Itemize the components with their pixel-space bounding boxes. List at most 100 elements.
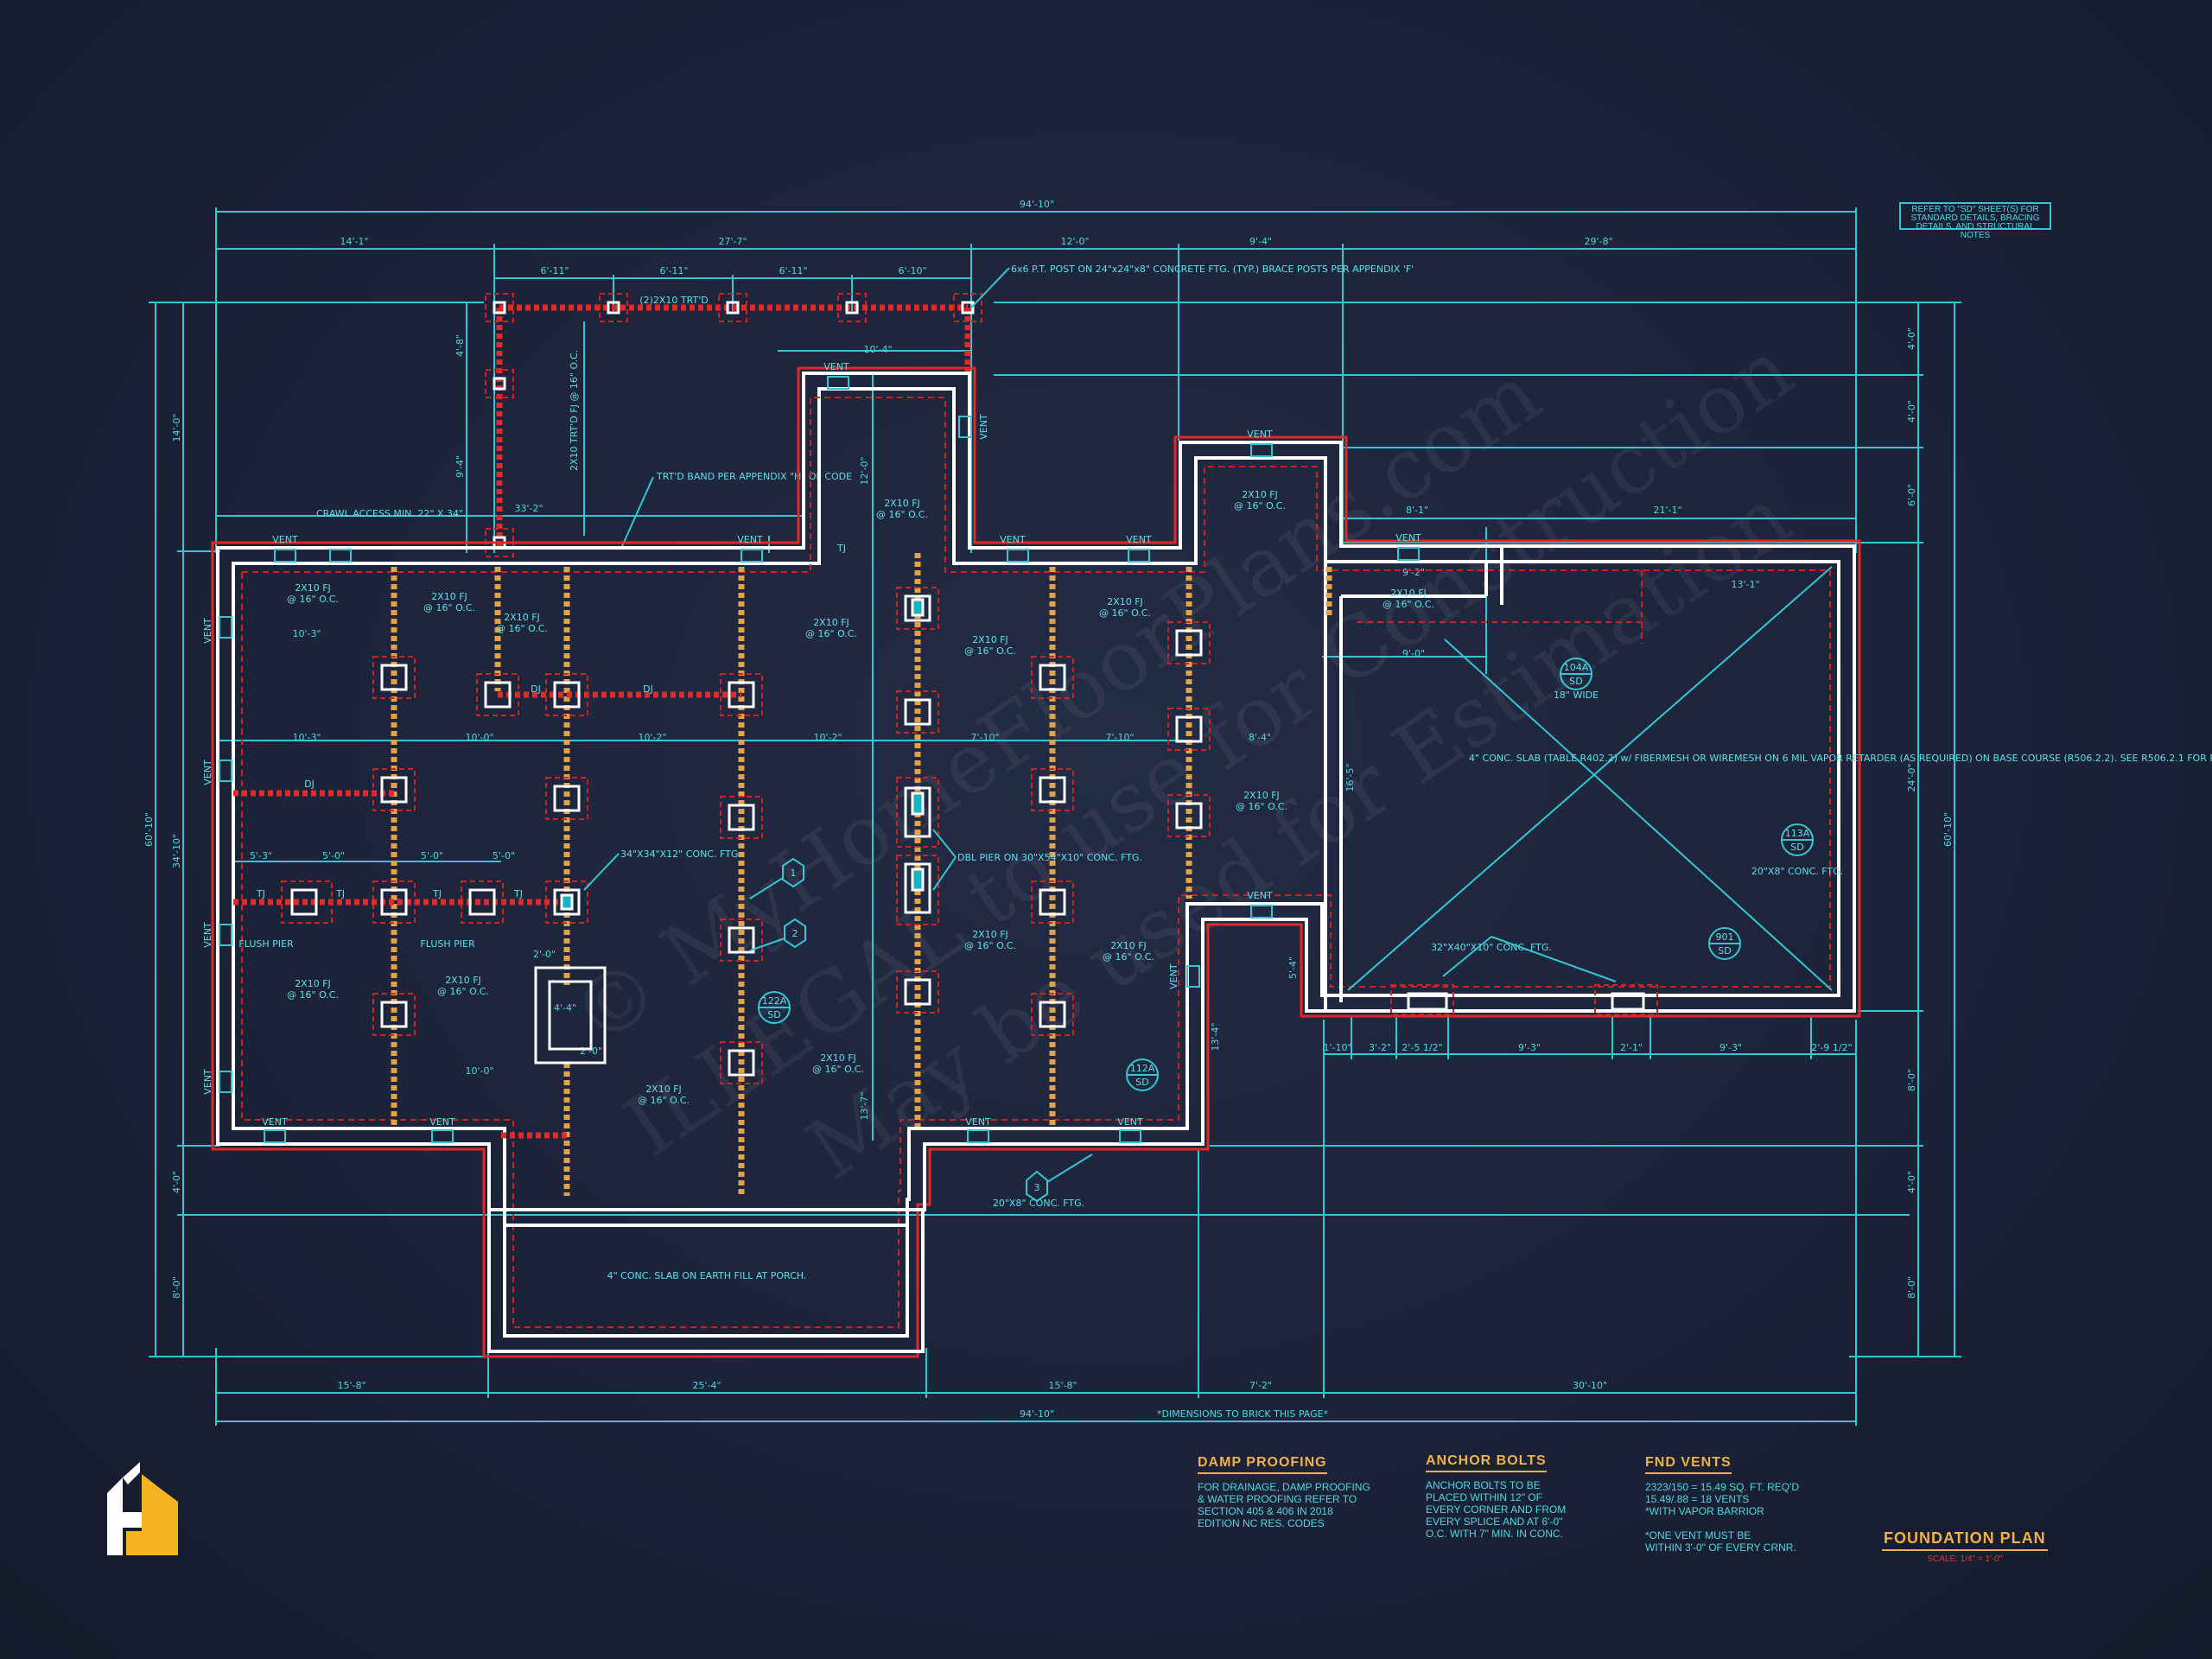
vent-label-12: VENT xyxy=(1247,890,1273,901)
vent-label-9: VENT xyxy=(429,1116,455,1128)
callout-2: 2 xyxy=(749,918,806,951)
svg-text:SD: SD xyxy=(1135,1077,1148,1088)
dbl-pier-label: DBL PIER ON 30"X54"X10" CONC. FTG. xyxy=(957,852,1142,863)
fj-label: 2X10 FJ xyxy=(445,975,481,986)
dim-right-seg-3: 6'-0" xyxy=(1906,484,1917,506)
fj-label: 2X10 FJ xyxy=(1110,940,1147,951)
dim-misc-13-4: 13'-4" xyxy=(1210,1022,1221,1051)
fj-spacing: @ 16" O.C. xyxy=(496,623,548,634)
fj-label: 2X10 FJ xyxy=(1107,596,1143,607)
dim-bottom-seg-1: 15'-8" xyxy=(337,1380,365,1391)
dim-misc-13-7: 13'-7" xyxy=(859,1091,870,1120)
dim-garage-seg-3: 2'-5 1/2" xyxy=(1402,1042,1442,1053)
dim-misc-5-3: 5'-3" xyxy=(250,850,272,861)
dim-misc-4-4: 4'-4" xyxy=(554,1002,576,1014)
pier xyxy=(281,587,1658,1084)
tj-label: TJ xyxy=(513,888,523,899)
dim-misc-8-1: 8'-1" xyxy=(1406,505,1428,516)
dim-garage-seg-6: 9'-3" xyxy=(1719,1042,1742,1053)
conc-ftg-34-label: 34"X34"X12" CONC. FTG. xyxy=(620,849,741,860)
dim-misc-13-1: 13'-1" xyxy=(1731,579,1759,590)
dim-misc-7-10a: 7'-10" xyxy=(970,732,999,743)
damp-proofing-heading: DAMP PROOFING xyxy=(1198,1455,1327,1474)
garage-slab-label: 4" CONC. SLAB (TABLE R402.2) w/ FIBERMES… xyxy=(1469,753,2212,764)
deck-beam-label: (2)2X10 TRT'D xyxy=(639,295,708,306)
fj-spacing: @ 16" O.C. xyxy=(876,509,928,520)
piers xyxy=(281,587,1658,1084)
dim-misc-33-2: 33'-2" xyxy=(514,503,543,514)
dim-misc-5-4: 5'-4" xyxy=(1287,957,1299,979)
dim-bottom-seg-3: 15'-8" xyxy=(1048,1380,1077,1391)
vent-label-13: VENT xyxy=(202,618,213,644)
vent-symbols xyxy=(219,376,1420,1143)
fj-label: 2X10 FJ xyxy=(645,1084,682,1095)
beams xyxy=(233,553,1332,1196)
dim-misc-5-0a: 5'-0" xyxy=(322,850,345,861)
dim-misc-9-0: 9'-0" xyxy=(1402,648,1425,659)
dimension-lines: 94'-10" 14'-1" 27'-7" 12'-0" 9'-4" 29'-8… xyxy=(143,199,1961,1426)
tj-label: TJ xyxy=(335,888,345,899)
fj-spacing: @ 16" O.C. xyxy=(1236,801,1287,812)
deck-post-label: 6x6 P.T. POST ON 24"x24"x8" CONCRETE FTG… xyxy=(1011,264,1414,275)
callout-1: 1 xyxy=(749,857,804,899)
porch-slab-label: 4" CONC. SLAB ON EARTH FILL AT PORCH. xyxy=(607,1270,807,1281)
svg-text:122A: 122A xyxy=(762,995,787,1007)
dim-top-seg-4: 9'-4" xyxy=(1249,236,1272,247)
dim-right-seg-1: 4'-0" xyxy=(1906,327,1917,350)
svg-text:3: 3 xyxy=(1034,1182,1040,1193)
vent-label-8: VENT xyxy=(262,1116,288,1128)
ftg-20-right-label: 20"X8" CONC. FTG. xyxy=(1751,866,1843,877)
dj-label: DJ xyxy=(304,779,315,790)
fj-spacing: @ 16" O.C. xyxy=(287,594,339,605)
vent-label-11: VENT xyxy=(1117,1116,1143,1128)
dim-misc-21-1: 21'-1" xyxy=(1653,505,1681,516)
band-label: TRT'D BAND PER APPENDIX "H" OF CODE xyxy=(656,471,852,482)
tj-label: TJ xyxy=(836,543,846,554)
svg-text:SD: SD xyxy=(767,1009,780,1020)
fj-label: 2X10 FJ xyxy=(1242,489,1278,500)
vent-label-10: VENT xyxy=(965,1116,991,1128)
dim-misc-12-0: 12'-0" xyxy=(859,456,870,485)
dim-right-seg-5: 8'-0" xyxy=(1906,1069,1917,1091)
fnd-vents-body: 2323/150 = 15.49 SQ. FT. REQ'D 15.49/.88… xyxy=(1645,1481,1800,1554)
vent-label-14: VENT xyxy=(202,760,213,785)
anchor-bolts-heading: ANCHOR BOLTS xyxy=(1426,1453,1547,1472)
dim-right-seg-6: 4'-0" xyxy=(1906,1171,1917,1193)
fj-spacing: @ 16" O.C. xyxy=(437,986,489,997)
dim-garage-seg-7: 2'-9 1/2" xyxy=(1811,1042,1852,1053)
dim-left-seg-1: 14'-0" xyxy=(171,413,182,442)
dim-misc-10-4: 10'-4" xyxy=(863,344,892,355)
dim-top-seg-3: 12'-0" xyxy=(1060,236,1089,247)
fnd-vents-heading: FND VENTS xyxy=(1645,1455,1732,1474)
tj-label: TJ xyxy=(256,888,265,899)
dim-misc-7-10b: 7'-10" xyxy=(1105,732,1134,743)
vent-label-15: VENT xyxy=(202,922,213,948)
misc-labels: CRAWL ACCESS MIN. 22" X 34" DJ DJ DJ TJ … xyxy=(238,508,1843,1281)
dim-misc-2-0a: 2'-0" xyxy=(533,949,556,960)
svg-text:SD: SD xyxy=(1718,945,1731,957)
dim-deck-seg-1: 6'-11" xyxy=(540,265,569,276)
damp-proofing-note: DAMP PROOFING FOR DRAINAGE, DAMP PROOFIN… xyxy=(1198,1455,1370,1529)
svg-text:SD: SD xyxy=(1569,676,1582,687)
dim-misc-5-0c: 5'-0" xyxy=(493,850,515,861)
dim-misc-10-2a: 10'-2" xyxy=(638,732,666,743)
svg-text:901: 901 xyxy=(1716,931,1734,943)
dim-misc-16-5: 16'-5" xyxy=(1344,763,1356,791)
dim-misc-10-3b: 10'-3" xyxy=(292,628,321,639)
dim-right-overall: 60'-10" xyxy=(1942,812,1954,847)
anchor-bolts-note: ANCHOR BOLTS ANCHOR BOLTS TO BE PLACED W… xyxy=(1426,1453,1566,1540)
sheet-title: FOUNDATION PLAN xyxy=(1882,1529,2048,1551)
dim-misc-8-4: 8'-4" xyxy=(1249,732,1271,743)
vent-label-4: VENT xyxy=(1000,534,1026,545)
dim-right-seg-2: 4'-0" xyxy=(1906,400,1917,423)
dim-misc-5-0b: 5'-0" xyxy=(421,850,443,861)
svg-text:112A: 112A xyxy=(1130,1063,1155,1074)
dj-label: DJ xyxy=(531,683,541,695)
fj-spacing: @ 16" O.C. xyxy=(812,1064,864,1075)
vent-label-5: VENT xyxy=(1126,534,1152,545)
dim-misc-10-2b: 10'-2" xyxy=(813,732,842,743)
callout-3: 3 xyxy=(1026,1154,1093,1203)
flush-pier-label: FLUSH PIER xyxy=(420,938,475,950)
